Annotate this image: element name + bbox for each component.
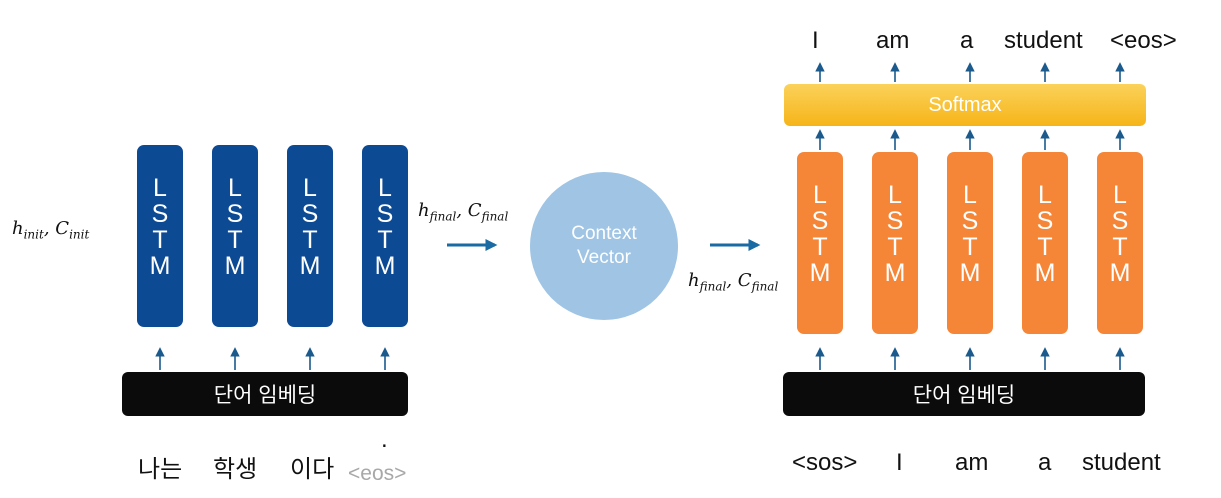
encoder-input-word: 학생 xyxy=(213,456,258,483)
encoder-lstm-cell-2: L S T M xyxy=(212,145,258,327)
encoder-input-word: . xyxy=(381,426,388,453)
decoder-input-word: a xyxy=(1038,449,1052,476)
encoder-lstm-cell-3: L S T M xyxy=(287,145,333,327)
decoder-output-word: am xyxy=(876,27,910,54)
decoder-input-word: I xyxy=(896,449,903,476)
encoder-final-state: hfinal, Cfinal xyxy=(418,200,509,224)
encoder-lstm-cell-4: L S T M xyxy=(362,145,408,327)
decoder-input-word: am xyxy=(955,449,989,476)
decoder-lstm-cell-1: L S T M xyxy=(797,152,843,334)
decoder-output-word: a xyxy=(960,27,974,54)
decoder-input-word: student xyxy=(1082,449,1161,476)
decoder-output-word: I xyxy=(812,27,819,54)
softmax-layer: Softmax xyxy=(784,84,1146,126)
decoder-embedding-layer: 단어 임베딩 xyxy=(783,372,1145,416)
decoder-output-word: student xyxy=(1004,27,1083,54)
decoder-initial-state: hfinal, Cfinal xyxy=(688,270,779,294)
decoder-lstm-cell-3: L S T M xyxy=(947,152,993,334)
decoder-lstm-cell-2: L S T M xyxy=(872,152,918,334)
encoder-input-word: 나는 xyxy=(138,456,183,483)
decoder-input-word: <sos> xyxy=(792,449,858,476)
encoder-eos-label: <eos> xyxy=(348,462,407,485)
decoder-lstm-cell-5: L S T M xyxy=(1097,152,1143,334)
encoder-init-state: hinit, Cinit xyxy=(12,218,90,242)
decoder-lstm-cell-4: L S T M xyxy=(1022,152,1068,334)
encoder-lstm-cell-1: L S T M xyxy=(137,145,183,327)
encoder-input-word: 이다 xyxy=(290,456,335,483)
decoder-output-word: <eos> xyxy=(1110,27,1177,54)
encoder-embedding-layer: 단어 임베딩 xyxy=(122,372,408,416)
